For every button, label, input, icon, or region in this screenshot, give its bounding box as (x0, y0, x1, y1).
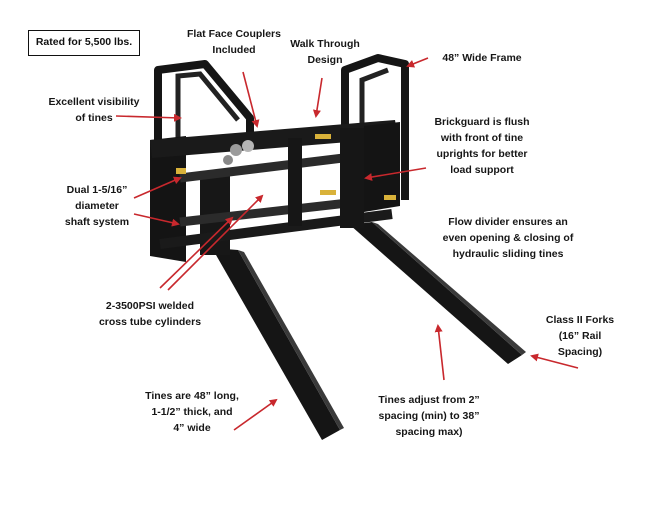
flow-divider-callout: Flow divider ensures an even opening & c… (432, 214, 584, 262)
decal-left (176, 168, 186, 174)
tines-size-line-3: 4” wide (173, 422, 211, 434)
cylinders-line-1: 2-3500PSI welded (105, 300, 195, 312)
brickguard-line-2: with front of tine (440, 132, 524, 144)
decal-shaft (320, 190, 336, 195)
right-guard-inner (359, 67, 389, 135)
tines-adjust-line-2: spacing (min) to 38” (378, 410, 480, 422)
cylinders-line-2: cross tube cylinders (98, 316, 202, 328)
visibility-line-2: of tines (75, 112, 113, 124)
rated-capacity-box: Rated for 5,500 lbs. (28, 30, 140, 56)
left-fork-edge (238, 250, 344, 430)
flow-divider-line-2: even opening & closing of (442, 232, 574, 244)
right-fork-tine (350, 222, 522, 364)
couplers-line-2: Included (212, 44, 256, 56)
coupler-b (242, 140, 254, 152)
frame-callout: 48” Wide Frame (442, 52, 522, 64)
class-forks-line-3: Spacing) (557, 346, 603, 358)
walk-through-line-1: Walk Through (290, 38, 360, 50)
visibility-line-1: Excellent visibility (48, 96, 140, 108)
brickguard-line-1: Brickguard is flush (434, 116, 530, 128)
coupler-c (223, 155, 233, 165)
couplers-line-1: Flat Face Couplers (187, 28, 281, 40)
walk-through-callout: Walk Through Design (282, 36, 368, 68)
flow-divider-line-3: hydraulic sliding tines (452, 248, 564, 260)
walk-through-line-2: Design (307, 54, 343, 66)
visibility-callout: Excellent visibility of tines (38, 94, 150, 126)
arrow-couplers (242, 71, 260, 128)
left-fork-tine (212, 248, 340, 440)
arrow-visibility (115, 113, 182, 122)
arrow-shaft-2 (133, 213, 180, 227)
arrow-class-forks (530, 353, 579, 369)
arrow-walk-through (312, 77, 323, 118)
tines-adjust-line-3: spacing max) (395, 426, 463, 438)
tines-adjust-line-1: Tines adjust from 2” (378, 394, 480, 406)
cylinders-callout: 2-3500PSI welded cross tube cylinders (90, 298, 210, 330)
decal-upper (315, 134, 331, 139)
tines-size-line-1: Tines are 48” long, (145, 390, 239, 402)
arrow-cylinder-2 (167, 194, 264, 291)
center-upright-right (340, 128, 364, 228)
top-carriage-bar (150, 120, 398, 158)
decal-right (384, 195, 396, 200)
arrow-brickguard (364, 167, 427, 181)
left-guard-inner (175, 71, 240, 150)
brickguard-line-3: uprights for better (436, 148, 528, 160)
shaft-callout: Dual 1-5/16” diameter shaft system (56, 182, 138, 230)
left-guard-frame (154, 60, 254, 148)
right-side-plate (364, 122, 400, 212)
shaft-line-2: diameter (75, 200, 119, 212)
shaft-line-3: shaft system (64, 216, 130, 228)
arrow-tines-adjust (434, 324, 445, 381)
class-forks-line-2: (16” Rail (558, 330, 602, 342)
class-forks-callout: Class II Forks (16” Rail Spacing) (532, 312, 628, 360)
brickguard-line-4: load support (450, 164, 514, 176)
arrow-tines-size (233, 398, 278, 431)
center-upright-left (288, 138, 302, 226)
tines-size-line-2: 1-1/2” thick, and (151, 406, 233, 418)
arrow-shaft (133, 176, 182, 199)
coupler-a (230, 144, 242, 156)
arrow-cylinder-1 (159, 216, 234, 289)
right-fork-edge (372, 222, 526, 355)
class-forks-line-1: Class II Forks (545, 314, 615, 326)
tines-size-callout: Tines are 48” long, 1-1/2” thick, and 4”… (136, 388, 248, 436)
tines-adjust-callout: Tines adjust from 2” spacing (min) to 38… (366, 392, 492, 440)
shaft-line-1: Dual 1-5/16” (66, 184, 128, 196)
couplers-callout: Flat Face Couplers Included (180, 26, 288, 58)
arrow-frame (406, 57, 429, 68)
left-side-plate (150, 136, 186, 262)
brickguard-callout: Brickguard is flush with front of tine u… (420, 114, 544, 178)
flow-divider-line-1: Flow divider ensures an (448, 216, 568, 228)
right-guard-frame (341, 54, 409, 200)
